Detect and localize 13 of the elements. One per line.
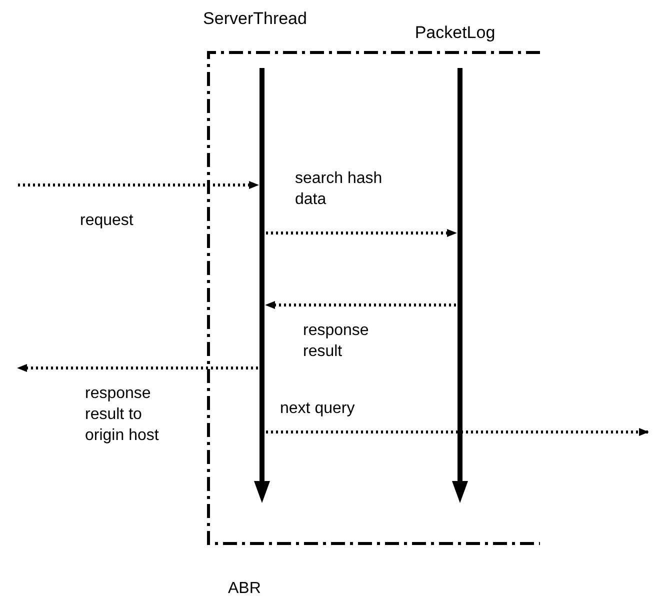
edge-label: response result xyxy=(303,321,370,362)
arrow xyxy=(266,229,457,237)
edge-label: response result to origin host xyxy=(85,384,160,446)
lifeline-label: ServerThread xyxy=(203,8,307,29)
lifeline-label: PacketLog xyxy=(414,22,496,43)
arrow xyxy=(266,428,649,436)
arrow xyxy=(18,181,259,189)
arrow xyxy=(265,301,456,309)
arrow xyxy=(17,364,258,372)
edge-label: next query xyxy=(280,399,356,419)
frame-label: ABR xyxy=(228,579,261,599)
edge-label: search hash data xyxy=(295,169,384,210)
edge-label: request xyxy=(80,211,134,231)
